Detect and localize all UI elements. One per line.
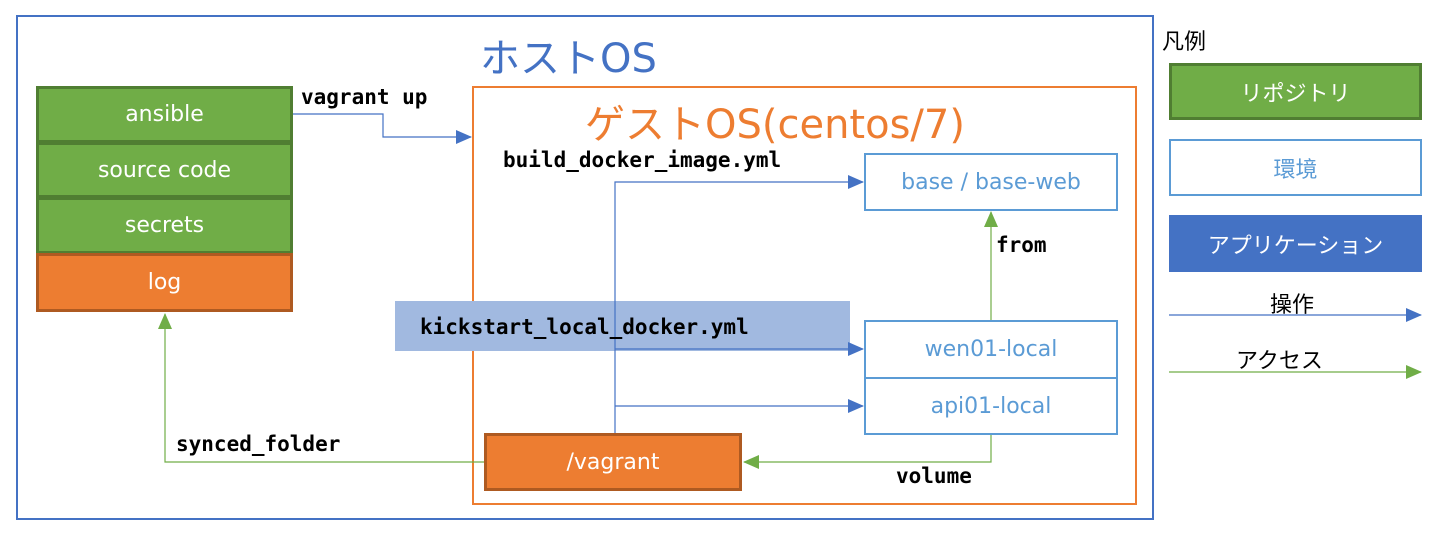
- legend-environment: 環境: [1169, 139, 1422, 196]
- legend-environment-label: 環境: [1273, 157, 1318, 183]
- env-base[interactable]: base / base-web: [864, 153, 1118, 211]
- repo-source-code[interactable]: source code: [36, 142, 293, 198]
- host-os-title: ホストOS: [480, 36, 657, 82]
- host-os-container: [16, 15, 1154, 520]
- arrow-build-image: [614, 175, 864, 433]
- repo-source-code-label: source code: [97, 157, 232, 183]
- legend-title: 凡例: [1162, 30, 1207, 55]
- legend-repository: リポジトリ: [1169, 63, 1422, 120]
- guest-os-title: ゲストOS(centos/7): [585, 102, 965, 148]
- label-vagrant-up: vagrant up: [301, 85, 428, 109]
- label-volume: volume: [896, 464, 972, 488]
- kickstart-highlight: [395, 301, 850, 351]
- env-web[interactable]: wen01-local: [864, 320, 1118, 379]
- log-folder[interactable]: log: [36, 253, 293, 312]
- env-api-label: api01-local: [930, 393, 1052, 419]
- label-synced-folder: synced_folder: [176, 432, 341, 456]
- arrow-volume: [743, 434, 992, 469]
- guest-os-container: [472, 86, 1137, 505]
- arrow-vagrant-up: [293, 113, 472, 144]
- log-folder-label: log: [147, 270, 182, 295]
- legend-access-label: アクセス: [1236, 349, 1323, 374]
- legend-application: アプリケーション: [1169, 215, 1422, 272]
- label-build-image: build_docker_image.yml: [503, 148, 782, 172]
- env-web-label: wen01-local: [924, 337, 1058, 362]
- env-base-label: base / base-web: [901, 169, 1081, 195]
- repo-ansible[interactable]: ansible: [36, 86, 293, 143]
- label-from: from: [996, 233, 1047, 257]
- repo-secrets[interactable]: secrets: [36, 197, 293, 254]
- arrow-synced-folder: [158, 313, 484, 463]
- vagrant-folder[interactable]: /vagrant: [484, 433, 742, 491]
- label-kickstart: kickstart_local_docker.yml: [420, 315, 749, 339]
- legend-application-label: アプリケーション: [1207, 233, 1384, 259]
- repo-ansible-label: ansible: [125, 102, 204, 127]
- vagrant-folder-label: /vagrant: [566, 449, 660, 475]
- legend-operation-label: 操作: [1270, 293, 1315, 318]
- repo-secrets-label: secrets: [124, 213, 205, 238]
- legend-repository-label: リポジトリ: [1240, 81, 1351, 107]
- env-api[interactable]: api01-local: [864, 377, 1118, 435]
